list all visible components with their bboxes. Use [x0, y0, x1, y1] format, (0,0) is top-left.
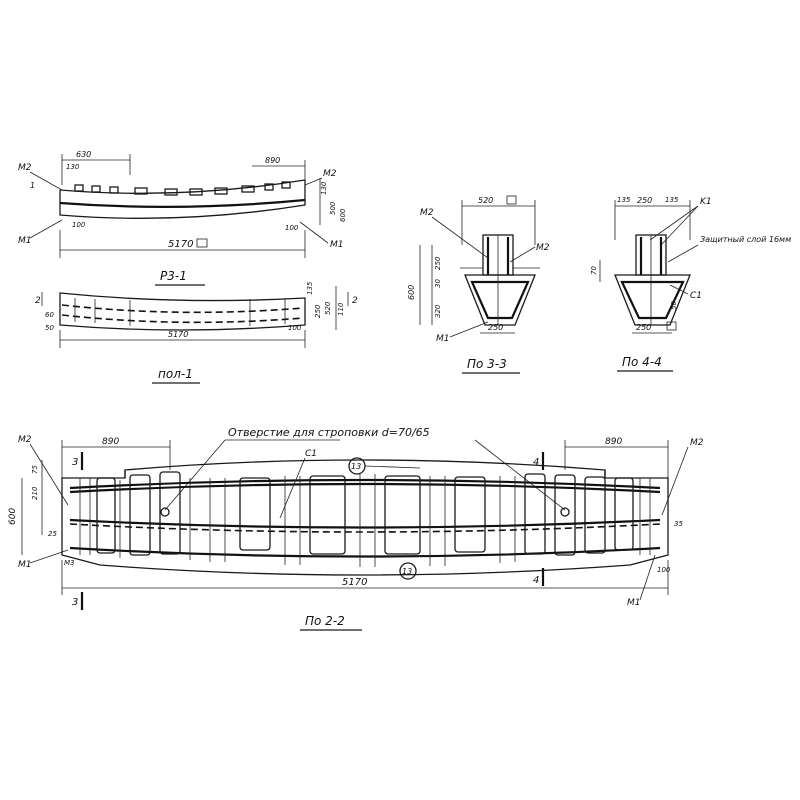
plan-dim-left: 60 — [45, 311, 54, 319]
plan-dim-r4: 110 — [337, 302, 345, 316]
section-2-2: Отверстие для строповки d=70/65 890 890 — [8, 426, 704, 631]
s22-dim-bl: 25 — [48, 530, 57, 538]
s22-dim-total: 5170 — [342, 577, 367, 588]
s44-mark-c1: C1 — [690, 291, 702, 301]
s22-pos-13-top: 13 — [351, 462, 361, 471]
s33-mark-m1: M1 — [436, 334, 450, 344]
s22-mark-m1-right: M1 — [627, 598, 641, 608]
s33-mark-m2-right: M2 — [536, 243, 550, 253]
p1-section-mark-left: 1 — [30, 181, 35, 190]
plan-dim-total: 5170 — [168, 330, 188, 339]
s22-dim-right: 890 — [605, 437, 622, 447]
s33-dim-top: 520 — [478, 196, 493, 205]
s44-mark-k1: K1 — [700, 197, 712, 207]
p1-mark-m2-right: M2 — [323, 169, 337, 179]
s44-title: По 4-4 — [622, 355, 662, 369]
s22-dim-left: 890 — [102, 437, 119, 447]
s22-dim-br: 35 — [674, 520, 683, 528]
p1-dim-right-a: 130 — [320, 181, 328, 195]
plan-dim-right: 100 — [288, 324, 302, 332]
s33-dim-h2: 320 — [434, 304, 442, 318]
p1-mark-m1-right: M1 — [330, 240, 344, 250]
s33-dim-h: 600 — [407, 285, 416, 300]
plan-dim-r1: 135 — [306, 281, 314, 295]
p1-dim-right-top: 890 — [265, 156, 280, 165]
s22-dim-m: 100 — [657, 566, 671, 574]
s44-dim-left: 70 — [590, 266, 598, 275]
p1-dim-right-c: 600 — [339, 208, 347, 222]
view-p3-1: 630 130 890 M2 1 M1 M2 M1 130 500 600 10 — [18, 150, 347, 286]
s22-note: Отверстие для строповки d=70/65 — [228, 426, 430, 439]
s33-dim-bottom: 250 — [488, 323, 503, 332]
s22-dim-h2: 210 — [31, 486, 39, 500]
plan-section-mark-left: 2 — [35, 296, 41, 306]
s44-dim-t1: 135 — [617, 196, 631, 204]
plan-dim-leftb: 50 — [45, 324, 54, 332]
s22-cut-4-top: 4 — [533, 457, 539, 468]
s33-dim-h1: 250 — [434, 256, 442, 270]
p1-mark-m2-left: M2 — [18, 163, 32, 173]
s44-dim-t2: 250 — [637, 196, 652, 205]
p1-dim-left-sub: 130 — [66, 163, 80, 171]
s22-pos-13-bottom: 13 — [402, 567, 412, 576]
p1-title: Р3-1 — [160, 269, 187, 283]
s44-cover-note: Защитный слой 16мм — [700, 235, 791, 244]
s22-dim-h1: 75 — [31, 465, 39, 474]
s22-mark-m1-left: M1 — [18, 560, 32, 570]
p1-dim-left-top: 630 — [76, 150, 91, 159]
s33-mark-m2-left: M2 — [420, 208, 434, 218]
p1-dim-total: 5170 — [168, 239, 193, 250]
s22-cut-4-bottom: 4 — [533, 575, 539, 586]
s33-title: По 3-3 — [467, 357, 507, 371]
section-4-4: 135 250 135 K1 Защитный слой 16мм C1 70 … — [590, 196, 791, 372]
s22-mark-m2-left: M2 — [18, 435, 32, 445]
s44-dim-r: 50 — [670, 301, 678, 310]
plan-title: пол-1 — [158, 367, 193, 381]
plan-dim-r3: 520 — [324, 301, 332, 315]
s44-dim-t3: 135 — [665, 196, 679, 204]
s33-dim-h3: 30 — [434, 279, 442, 288]
s22-mark-m2-right: M2 — [690, 438, 704, 448]
s22-mark-m3: М3 — [64, 559, 75, 567]
p1-dim-right-b: 500 — [329, 201, 337, 215]
p1-mark-m1-left: M1 — [18, 236, 32, 246]
s22-cut-3-bottom: 3 — [72, 597, 78, 608]
s44-dim-bottom: 250 — [636, 323, 651, 332]
p1-dim-left-side: 100 — [72, 221, 86, 229]
p1-dim-right-small: 100 — [285, 224, 299, 232]
section-3-3: 520 600 250 320 30 M2 M2 M1 250 По 3-3 — [407, 195, 550, 374]
s22-cut-3-top: 3 — [72, 457, 78, 468]
plan-section-mark-right: 2 — [352, 296, 358, 306]
s22-mark-c1: C1 — [305, 449, 317, 459]
plan-dim-r2: 250 — [314, 304, 322, 318]
view-plan-1: 2 2 135 250 520 110 60 50 100 5170 пол-1 — [35, 281, 358, 384]
s22-dim-h: 600 — [8, 508, 18, 525]
s22-title: По 2-2 — [305, 614, 345, 628]
